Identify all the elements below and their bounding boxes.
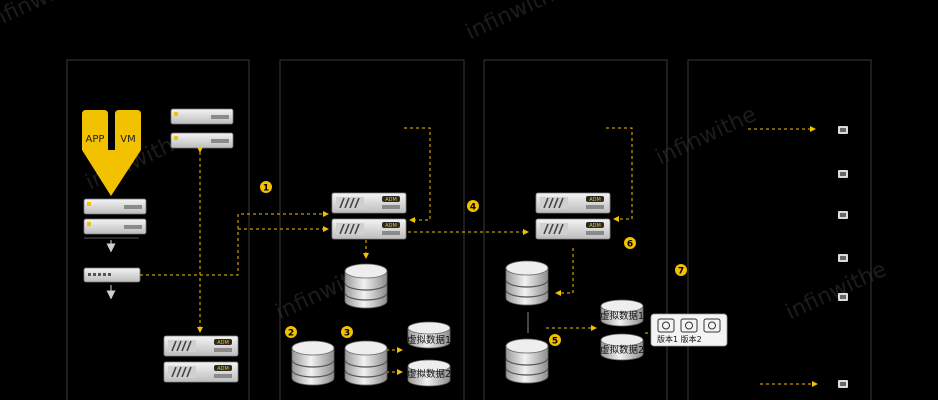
panel-secondary-backup [483,59,668,400]
network-switch [83,267,141,283]
server-badge-text: ADM [385,223,397,229]
vm-chip: VM [115,110,141,150]
watermark-text: infinwithe [652,102,761,170]
watermark-text: infinwithe [462,0,571,45]
secondary-virtual-data-2: 虚拟数据2 [600,333,644,361]
step-4-marker: 4 [467,200,479,213]
primary-backup-server-2 [331,218,407,240]
svg-text:7: 7 [678,267,684,277]
svg-text:5: 5 [552,337,558,347]
secondary-disk-1 [505,260,549,306]
panel-source [66,59,250,400]
snapshot-version-panel: 版本1 版本2 [650,313,728,347]
source-server-top-1 [170,108,234,125]
virtual-data-1-volume: 虚拟数据1 [407,321,451,349]
virtual-data-2-label: 虚拟数据2 [407,368,451,380]
secondary-disk-2 [505,338,549,384]
source-server-top-2 [170,132,234,149]
primary-backup-server-1 [331,192,407,214]
virtual-data-1-label: 虚拟数据1 [407,334,451,346]
app-chip: APP [82,110,108,150]
snapshot-version-label: 版本1 版本2 [657,334,702,344]
svg-text:VM: VM [120,134,135,145]
svg-text:4: 4 [470,203,476,213]
virtual-data-1-label: 虚拟数据1 [600,310,644,322]
watermark-text: infinwithe [0,0,90,35]
snapshot-icon [657,318,675,333]
server-badge-text: ADM [589,197,601,203]
server-badge-text: ADM [217,340,229,346]
panel-archive [687,59,872,400]
source-server-2 [83,218,147,235]
virtual-data-2-label: 虚拟数据2 [600,344,644,356]
step-6-marker: 6 [624,237,636,250]
svg-text:APP: APP [86,134,105,145]
source-server-1 [83,198,147,215]
watermark-text: infinwithe [782,257,891,325]
virtual-data-2-volume: 虚拟数据2 [407,359,451,387]
storage-disk-3 [344,340,388,386]
server-badge-text: ADM [385,197,397,203]
server-badge-text: ADM [217,366,229,372]
snapshot-icon [680,318,698,333]
svg-text:2: 2 [288,329,294,339]
server-badges: ADM ADM ADM ADM ADM ADM [217,197,601,372]
secondary-backup-server-1 [535,192,611,214]
backup-server-1 [163,335,239,357]
secondary-backup-server-2 [535,218,611,240]
svg-text:3: 3 [344,329,350,339]
secondary-virtual-data-1: 虚拟数据1 [600,299,644,327]
snapshot-icon [703,318,721,333]
step-1-marker: 1 [260,181,272,194]
step-7-marker: 7 [675,264,687,277]
backup-server-2 [163,361,239,383]
funnel-shape [82,150,141,196]
step-5-marker: 5 [549,334,561,347]
svg-text:1: 1 [263,184,269,194]
step-3-marker: 3 [341,326,353,339]
archive-node-icons [838,126,848,388]
step-2-marker: 2 [285,326,297,339]
primary-storage-disk [344,263,388,309]
storage-disk-2 [291,340,335,386]
svg-text:6: 6 [627,240,633,250]
server-badge-text: ADM [589,223,601,229]
data-flow-lines [140,126,818,387]
